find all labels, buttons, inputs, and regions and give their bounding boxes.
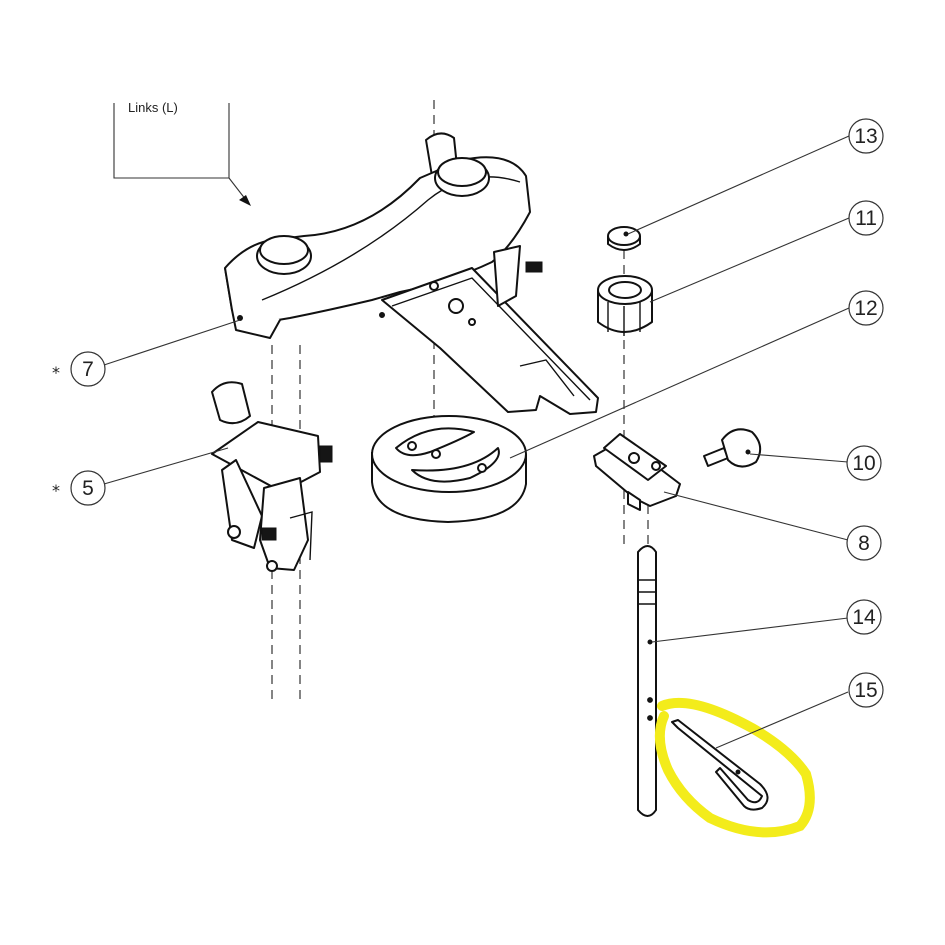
- highlight-circle: [654, 697, 815, 838]
- callout-13-circle: [848, 118, 884, 154]
- callout-7: * 7: [52, 351, 106, 387]
- part-14-rod: [637, 545, 657, 817]
- part-11-nut: [597, 275, 653, 336]
- callout-11-circle: [848, 200, 884, 236]
- part-15-pin: [671, 719, 769, 811]
- callout-13: 13: [848, 118, 884, 154]
- callout-5-star: *: [52, 481, 60, 500]
- callout-10-circle: [846, 445, 882, 481]
- callout-8-circle: [846, 525, 882, 561]
- callout-7-star: *: [52, 363, 60, 382]
- callout-8: 8: [846, 525, 882, 561]
- part-13-cap: [607, 226, 641, 251]
- callout-5: * 5: [52, 470, 106, 506]
- callout-12-label: 12: [854, 297, 877, 320]
- note-arrowhead: [239, 195, 251, 206]
- part-12-base-plate: [371, 415, 527, 523]
- callout-10-label: 10: [852, 452, 875, 475]
- callout-15: 15: [848, 672, 884, 708]
- callout-15-circle: [848, 672, 884, 708]
- callout-7-label: 7: [82, 358, 94, 381]
- part-8-clamp-block: [593, 433, 681, 511]
- callout-11-label: 11: [855, 207, 877, 230]
- callout-5-circle: [70, 470, 106, 506]
- part-5-joint-assembly: [211, 381, 333, 572]
- note-box: Links (L): [113, 100, 251, 206]
- part-10-thumb-screw: [703, 428, 762, 468]
- callout-15-label: 15: [854, 679, 877, 702]
- part-7-upper-frame: [224, 132, 599, 415]
- callout-8-label: 8: [858, 532, 870, 555]
- callout-13-label: 13: [854, 125, 877, 148]
- callout-10: 10: [846, 445, 882, 481]
- callout-14-circle: [846, 599, 882, 635]
- callout-14-label: 14: [852, 606, 876, 629]
- callout-12-circle: [848, 290, 884, 326]
- callout-14: 14: [846, 599, 882, 635]
- callout-12: 12: [848, 290, 884, 326]
- note-text: Links (L): [128, 100, 178, 115]
- callout-5-label: 5: [82, 477, 94, 500]
- callout-11: 11: [848, 200, 884, 236]
- callout-leaders: [103, 135, 850, 749]
- callout-7-circle: [70, 351, 106, 387]
